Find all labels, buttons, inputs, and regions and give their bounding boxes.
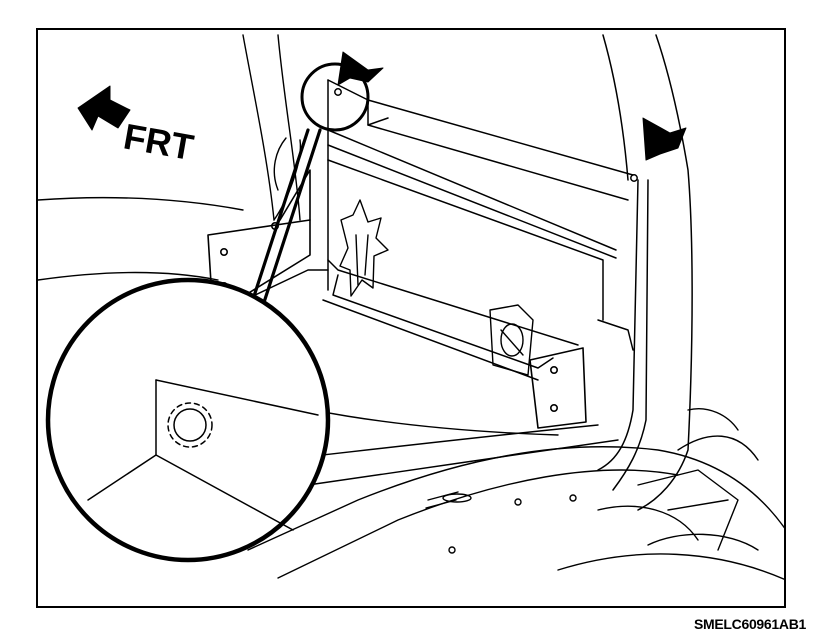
front-direction-label: FRT — [121, 116, 197, 169]
latch-pocket — [489, 304, 534, 376]
indicator-circle — [300, 62, 370, 132]
panel-warning-mark — [339, 199, 389, 297]
back-panel — [212, 159, 604, 381]
right-bracket — [529, 347, 587, 429]
diagram-frame: FRT — [36, 28, 786, 608]
right-pillar — [597, 34, 693, 511]
attention-arrow-icon — [642, 117, 687, 161]
magnified-detail-view — [45, 277, 331, 563]
front-direction-arrow-icon — [77, 85, 131, 131]
vehicle-rear-interior-diagram: FRT — [38, 34, 784, 580]
attention-arrow-icon — [337, 51, 384, 86]
figure-code: SMELC60961AB1 — [693, 616, 806, 632]
upper-crossmembers — [327, 79, 634, 259]
